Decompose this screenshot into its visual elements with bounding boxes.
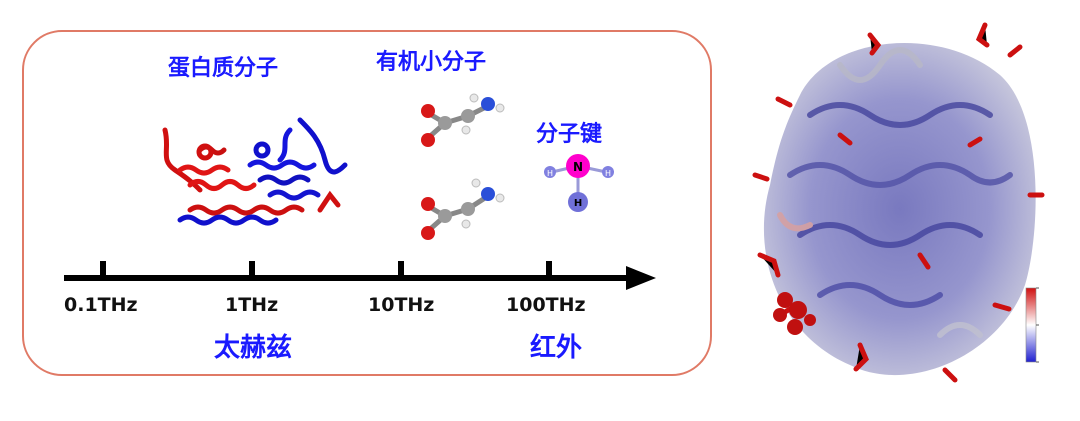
hydrogen-label-bottom: H — [574, 198, 582, 209]
nitrogen-label: N — [573, 160, 583, 174]
hydrogen-label-left: H — [547, 169, 553, 178]
hydrogen-label-right: H — [605, 169, 611, 178]
hydrogen-atom-bottom — [568, 192, 588, 212]
molecular-bond-image: N H H H — [544, 154, 614, 212]
protein-label: 蛋白质分子 — [168, 56, 279, 81]
bond-label: 分子键 — [536, 122, 603, 147]
glycine-molecule-1 — [421, 93, 505, 147]
axis-tick-0 — [100, 261, 106, 279]
tick-label-3: 100THz — [506, 294, 586, 316]
small-molecule-label: 有机小分子 — [376, 50, 487, 75]
nitrogen-atom — [566, 154, 590, 178]
red-atom-cluster — [773, 292, 816, 335]
glycine-molecule-2 — [421, 178, 505, 240]
terahertz-label: 太赫兹 — [214, 333, 293, 363]
axis-tick-2 — [398, 261, 404, 279]
hydrogen-atom-left — [544, 166, 556, 178]
hydrogen-atom-right — [602, 166, 614, 178]
tick-label-1: 1THz — [225, 294, 279, 316]
small-molecule-image — [421, 93, 505, 240]
infrared-label: 红外 — [530, 333, 583, 363]
axis-tick-3 — [546, 261, 552, 279]
frequency-axis — [64, 261, 656, 290]
axis-arrowhead — [626, 266, 656, 290]
tick-label-0: 0.1THz — [64, 294, 138, 316]
tick-label-2: 10THz — [368, 294, 435, 316]
axis-tick-1 — [249, 261, 255, 279]
protein-structure-image — [162, 117, 348, 226]
diagram-panel — [22, 30, 712, 376]
protein-3d-structure-image — [752, 22, 1045, 383]
color-scale-bar — [1025, 287, 1039, 363]
